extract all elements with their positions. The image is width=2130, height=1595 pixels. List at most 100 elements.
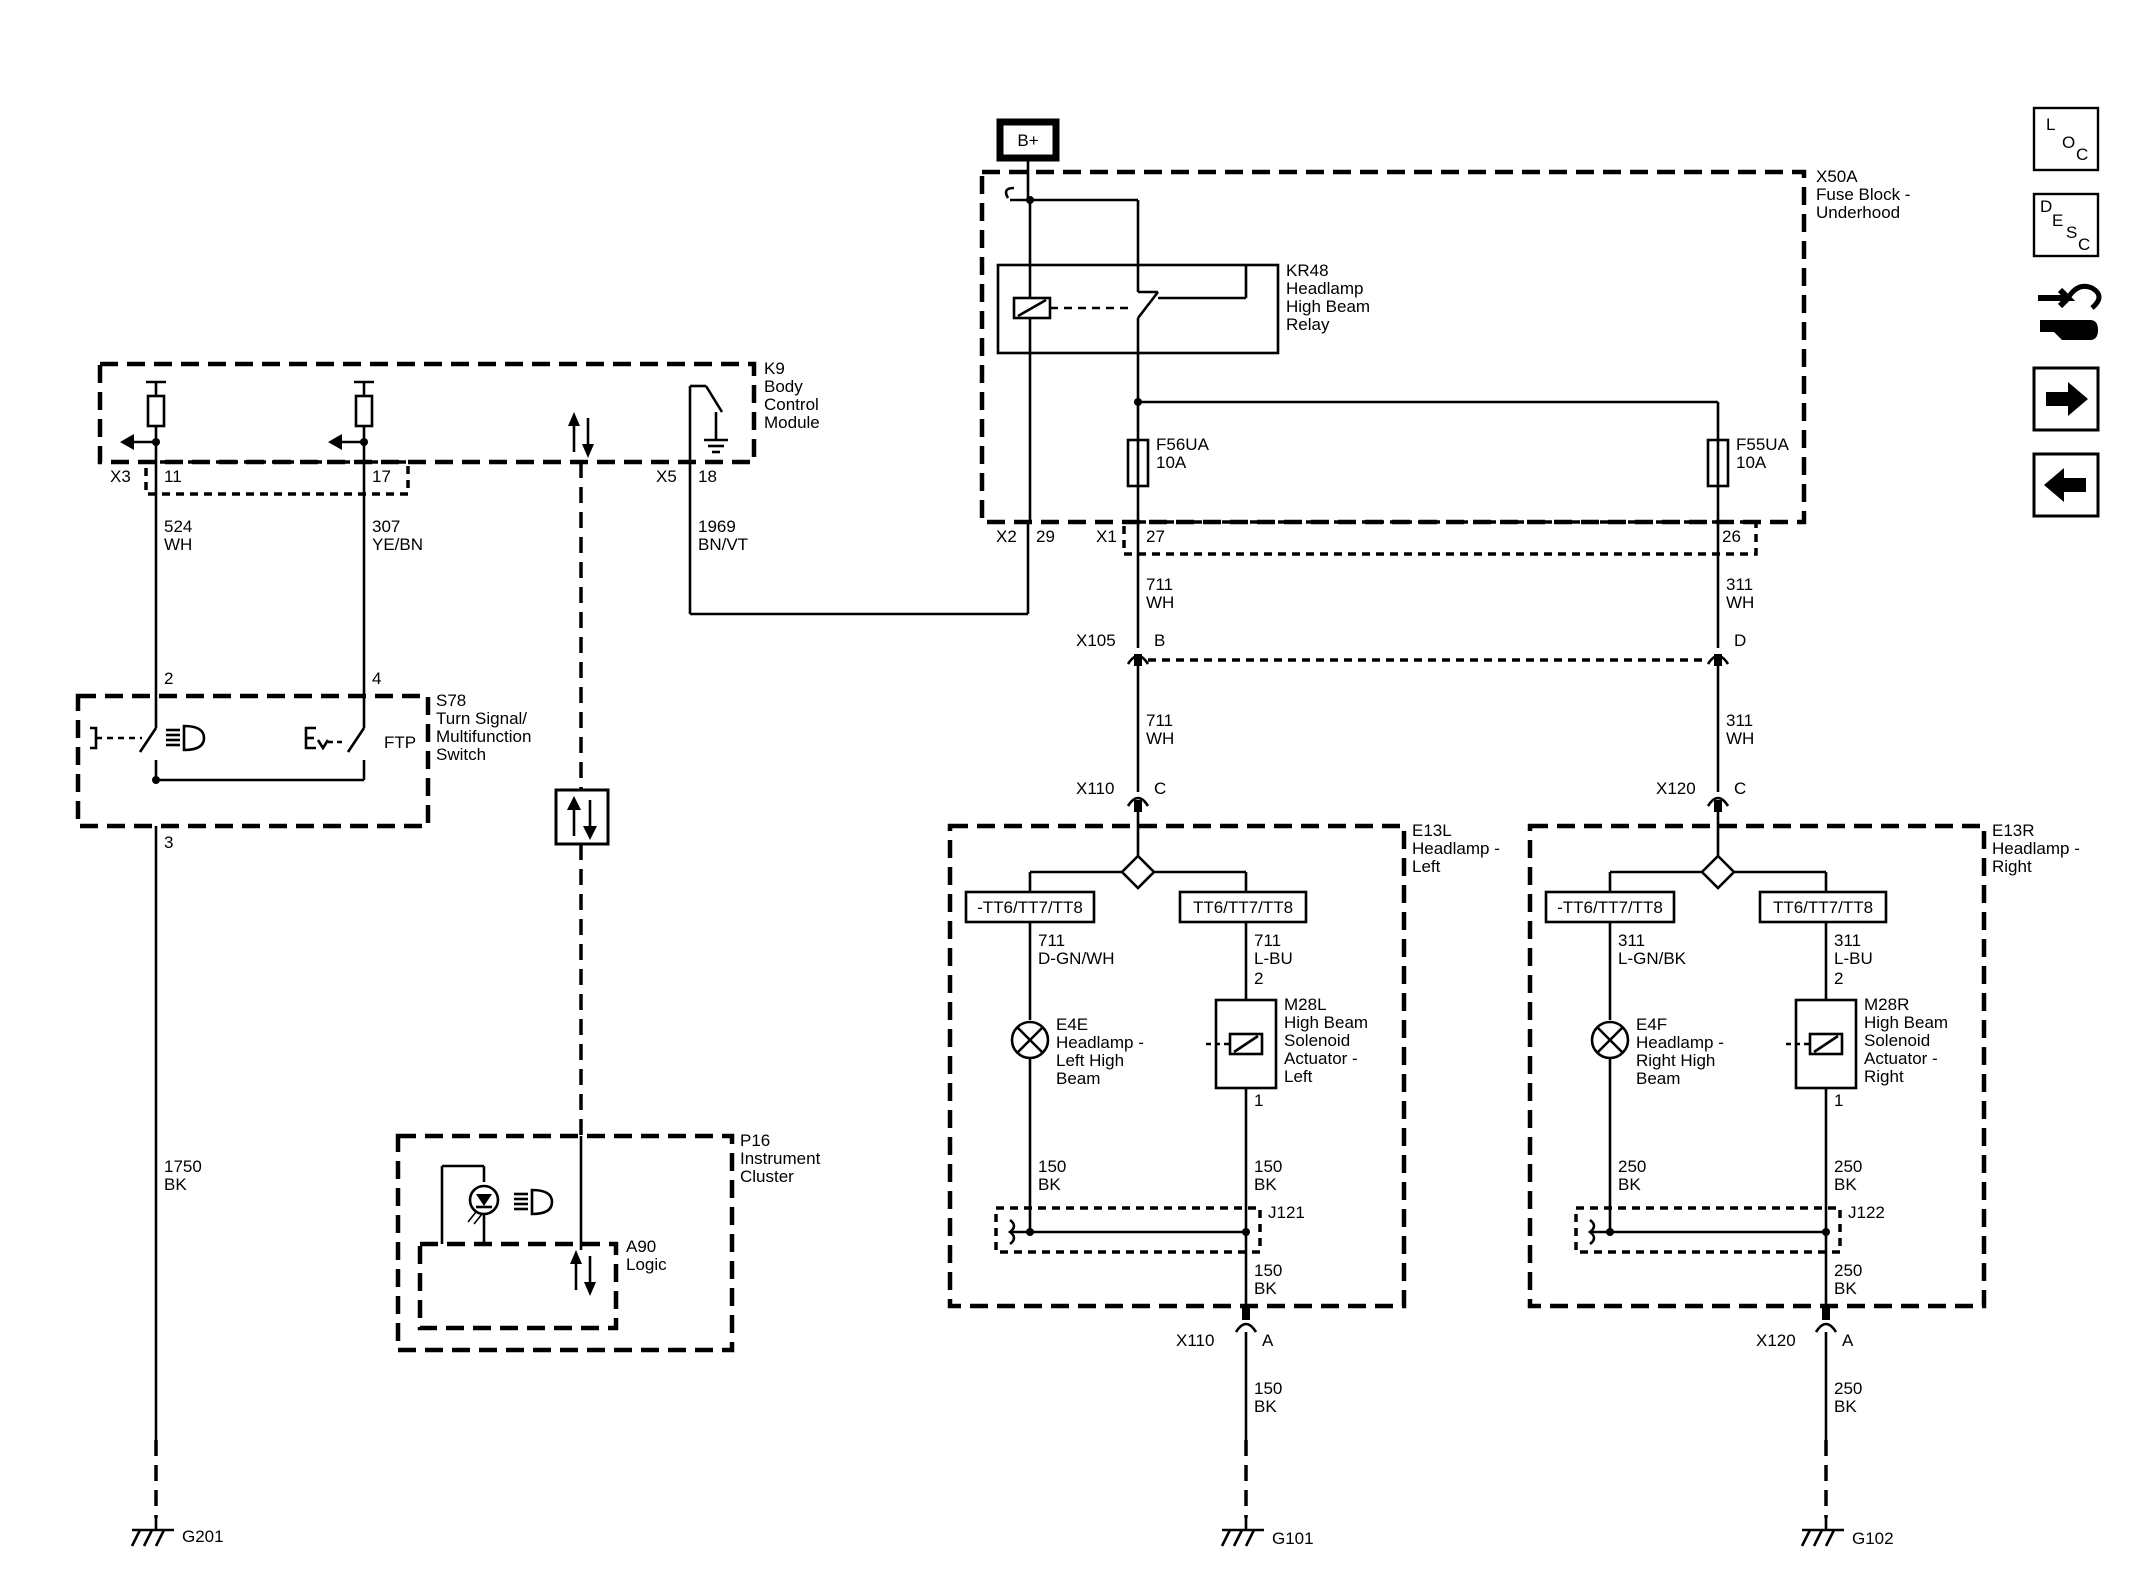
wire-311b-color: WH [1726,729,1754,748]
m28r-pin-1: 1 [1834,1091,1843,1110]
e13r-option-b [1758,890,1888,924]
j121-label: J121 [1268,1203,1305,1222]
serial-data-icon [568,412,594,458]
s78-label-2: Multifunction [436,727,531,746]
wire-150d-color: BK [1254,1397,1277,1416]
wire-311c-label: 311 [1618,931,1645,950]
solenoid-icon [1206,998,1278,1090]
fuse-f56ua: F56UA 10A [1126,435,1210,488]
bplus-label: B+ [1017,131,1038,150]
pin-18: 18 [698,467,717,486]
desc-e: E [2052,211,2063,230]
ground-g102-label: G102 [1852,1529,1894,1548]
wire-150b-color: BK [1254,1175,1277,1194]
ground-g101-icon [1220,1518,1264,1547]
m28l-label-4: Left [1284,1067,1313,1086]
j122-label: J122 [1848,1203,1885,1222]
wire-150a-label: 150 [1038,1157,1066,1176]
serial-data-box [554,788,610,846]
e13l-label-2: Left [1412,857,1441,876]
pin-27: 27 [1146,527,1165,546]
connector-wrench-icon[interactable] [2038,283,2102,340]
p16-label-1: Instrument [740,1149,821,1168]
s78-ftp-label: FTP [384,733,416,752]
wire-1969-label: 1969 [698,517,736,536]
k9-label-3: Module [764,413,820,432]
high-beam-icon [166,724,206,752]
wire-250a-color: BK [1618,1175,1641,1194]
arrow-left-icon [2044,468,2086,502]
a90-label: Logic [626,1255,667,1274]
pin-26: 26 [1722,527,1741,546]
e13l-option-a [964,890,1096,924]
m28l-label-2: Solenoid [1284,1031,1350,1050]
wire-311-color: WH [1726,593,1754,612]
wire-250b-label: 250 [1834,1157,1862,1176]
description-button[interactable]: D E S C [2032,192,2100,258]
x105-pin-b: B [1154,631,1165,650]
x105-pin-d: D [1734,631,1746,650]
turn-signal-switch-s78: S78 Turn Signal/ Multifunction Switch 2 … [75,669,531,852]
m28r-label-1: High Beam [1864,1013,1948,1032]
wire-1969-color: BN/VT [698,535,748,554]
k9-label-2: Control [764,395,819,414]
e13l-option-b-label: TT6/TT7/TT8 [1193,898,1293,917]
wire-711d-color: L-BU [1254,949,1293,968]
x120-pin-a: A [1842,1331,1854,1350]
wire-1750-color: BK [164,1175,187,1194]
x120-pin-c: C [1734,779,1746,798]
flash-to-pass-icon [304,726,330,751]
wire-250d-label: 250 [1834,1379,1862,1398]
relay-label-2: High Beam [1286,297,1370,316]
m28r-label-4: Right [1864,1067,1904,1086]
pin-11: 11 [164,467,182,486]
fuse-f55ua-ref: F55UA [1736,435,1790,454]
e4e-label-2: Left High [1056,1051,1124,1070]
serial-data-icon [570,1250,596,1296]
fuse-block-ref: X50A [1816,167,1858,186]
x110-pin-c: C [1154,779,1166,798]
pullup-resistor-icon [328,380,374,462]
p16-label-2: Cluster [740,1167,794,1186]
wire-307-label: 307 [372,517,400,536]
e4f-label-3: Beam [1636,1069,1680,1088]
wire-711-color: WH [1146,593,1174,612]
m28r-ref: M28R [1864,995,1909,1014]
wire-524-label: 524 [164,517,192,536]
s78-pin-4: 4 [372,669,381,688]
wire-311b-label: 311 [1726,711,1753,730]
fuse-block-label-1: Fuse Block - [1816,185,1910,204]
e13r-ref: E13R [1992,821,2035,840]
x120-a-label: X120 [1756,1331,1796,1350]
relay-label-3: Relay [1286,315,1330,334]
m28r-label-3: Actuator - [1864,1049,1938,1068]
pin-17: 17 [372,467,391,486]
fuse-f56ua-ref: F56UA [1156,435,1210,454]
k9-ref: K9 [764,359,785,378]
e4e-ref: E4E [1056,1015,1088,1034]
fuse-f55ua-amp: 10A [1736,453,1767,472]
m28l-pin-2: 2 [1254,969,1263,988]
ground-g101-label: G101 [1272,1529,1314,1548]
lamp-icon [1010,1020,1050,1060]
wire-150c-label: 150 [1254,1261,1282,1280]
wire-250c-color: BK [1834,1279,1857,1298]
e4f-ref: E4F [1636,1015,1667,1034]
low-side-driver-icon [688,384,728,462]
body-control-module-k9: K9 Body Control Module [97,359,820,465]
forward-arrow-button[interactable] [2032,366,2100,432]
loc-c: C [2076,145,2088,164]
loc-o: O [2062,133,2075,152]
ground-g201-label: G201 [182,1527,224,1546]
location-button[interactable]: L O C [2032,106,2100,172]
wire-711b-color: WH [1146,729,1174,748]
wire-1750-label: 1750 [164,1157,202,1176]
desc-d: D [2040,197,2052,216]
headlamp-left-e13l: E13L Headlamp - Left -TT6/TT7/TT8 TT6/TT… [947,821,1500,1318]
wire-150c-color: BK [1254,1279,1277,1298]
headlamp-right-e13r: E13R Headlamp - Right -TT6/TT7/TT8 TT6/T… [1527,821,2080,1318]
ground-g102-icon [1800,1518,1844,1547]
wire-711c-label: 711 [1038,931,1065,950]
back-arrow-button[interactable] [2032,452,2100,518]
wire-250d-color: BK [1834,1397,1857,1416]
